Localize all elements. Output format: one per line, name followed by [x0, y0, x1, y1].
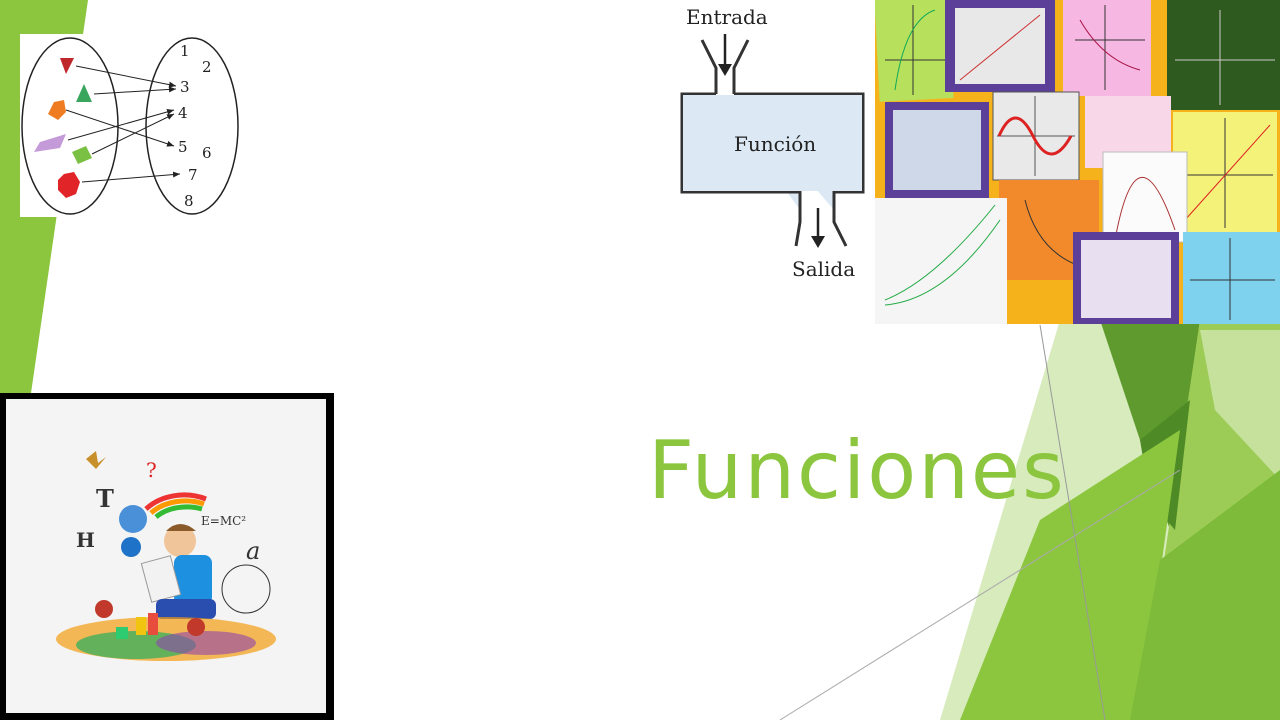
graph-card-white-1: [875, 198, 1007, 324]
graph-card-darkgreen: [1167, 0, 1280, 110]
graph-card-yellow: [1173, 112, 1277, 232]
codomain-label-4: 4: [178, 104, 188, 122]
graph-card-purple-2: [885, 102, 989, 198]
graph-card-sine: [992, 91, 1080, 181]
graph-card-white-2: [1102, 151, 1188, 243]
svg-text:T: T: [96, 484, 114, 513]
facet-mid-3: [1130, 470, 1280, 720]
graph-card-pink: [1063, 0, 1151, 96]
function-box-label: Función: [734, 132, 816, 156]
red-heptagon-icon: [58, 172, 80, 198]
svg-text:E=MC²: E=MC²: [201, 514, 246, 528]
facet-light-3: [1200, 330, 1280, 480]
codomain-label-8: 8: [184, 192, 194, 210]
input-arrow-icon: [718, 64, 732, 76]
graphs-collage-image: [875, 0, 1280, 324]
codomain-label-7: 7: [188, 166, 198, 184]
output-arrow-icon: [811, 236, 825, 248]
svg-text:?: ?: [146, 458, 157, 482]
slide-title: Funciones: [648, 424, 1066, 517]
graph-card-purple-1: [945, 0, 1055, 92]
codomain-label-5: 5: [178, 138, 188, 156]
mapping-diagram: 1 2 3 4 5 6 7 8: [20, 34, 242, 217]
graph-card-cyan: [1183, 232, 1280, 324]
mapping-arrows: [65, 65, 181, 183]
output-label: Salida: [792, 257, 855, 281]
codomain-label-3: 3: [180, 78, 190, 96]
input-label: Entrada: [686, 5, 768, 29]
orange-pentagon-icon: [48, 100, 66, 120]
graph-card-green-1: [875, 0, 954, 102]
codomain-label-2: 2: [202, 58, 212, 76]
svg-text:a: a: [246, 537, 260, 565]
green-triangle-icon: [76, 84, 92, 102]
function-machine-diagram: Entrada Función Salida: [660, 0, 875, 290]
thin-line-1: [1039, 324, 1106, 720]
codomain-ellipse: [145, 37, 239, 215]
codomain-label-6: 6: [202, 144, 212, 162]
codomain-label-1: 1: [180, 42, 190, 60]
thin-line-2: [779, 469, 1181, 720]
facet-light-2: [960, 430, 1180, 720]
svg-text:H: H: [76, 528, 95, 552]
graph-card-purple-3: [1073, 232, 1179, 324]
red-triangle-icon: [60, 58, 74, 74]
child-reading-image: T H ? E=MC² a: [0, 393, 334, 720]
purple-parallelogram-icon: [34, 134, 66, 152]
green-square-icon: [72, 146, 92, 164]
